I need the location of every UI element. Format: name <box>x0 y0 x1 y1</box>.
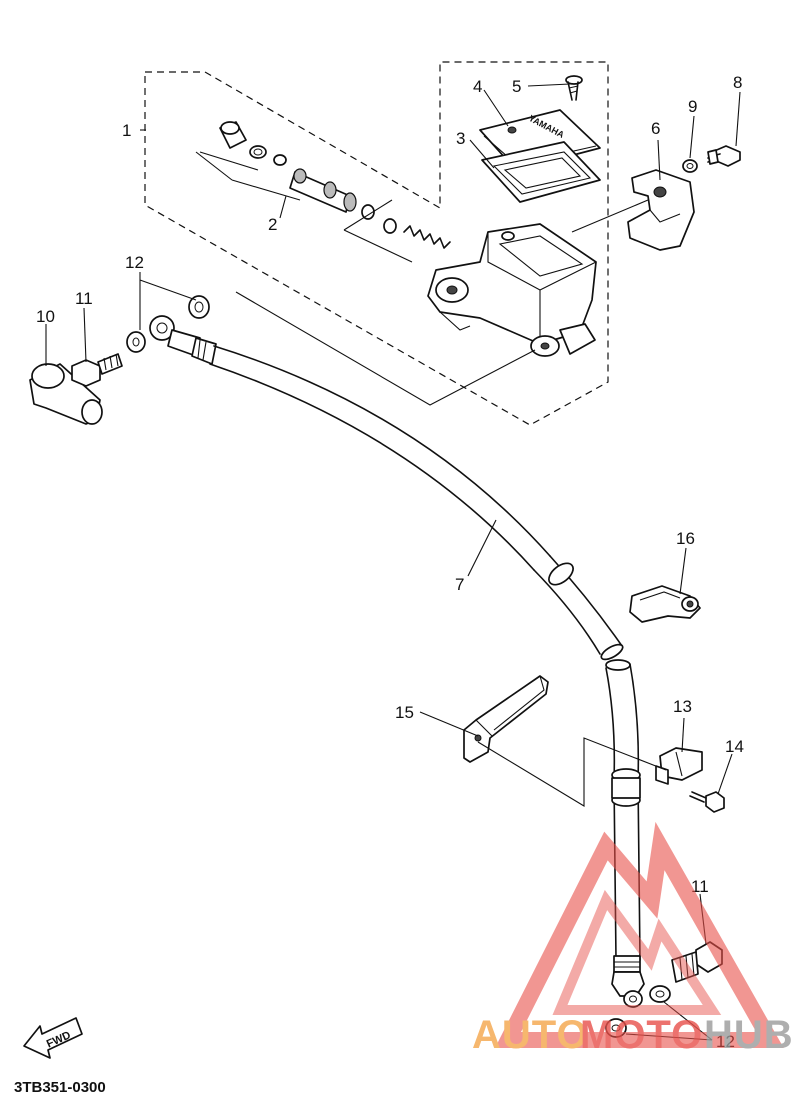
callout-6: 6 <box>651 119 660 138</box>
callout-3: 3 <box>456 129 465 148</box>
screw-14 <box>689 791 725 813</box>
washer-9 <box>682 159 698 173</box>
callout-15: 15 <box>395 703 414 722</box>
piston-kit-2 <box>195 121 451 263</box>
union-bolt-11-left <box>71 353 123 387</box>
watermark-text-moto: MOTO <box>580 1013 703 1057</box>
screw-5 <box>565 75 583 101</box>
callout-13: 13 <box>673 697 692 716</box>
callout-11-right: 11 <box>691 877 709 896</box>
callout-14: 14 <box>725 737 744 756</box>
automotohub-watermark-logo: AUTO MOTO HUB <box>472 821 794 1057</box>
bolt-8 <box>707 145 741 167</box>
callout-1: 1 <box>122 121 131 140</box>
callout-7: 7 <box>455 575 464 594</box>
holder-6 <box>627 169 695 251</box>
diaphragm-3 <box>481 141 601 203</box>
callout-10: 10 <box>36 307 55 326</box>
callout-5: 5 <box>512 77 521 96</box>
callout-9: 9 <box>688 97 697 116</box>
watermark-triangle-inner <box>552 889 722 1015</box>
fwd-arrow-icon: FWD <box>23 1017 83 1059</box>
callout-11-left: 11 <box>75 289 93 308</box>
callout-2: 2 <box>268 215 277 234</box>
diagram-part-code: 3TB351-0300 <box>14 1079 106 1096</box>
watermark-triangle-outer <box>494 821 784 1048</box>
callout-4: 4 <box>473 77 482 96</box>
hose-holder-13 <box>655 747 703 785</box>
washer-12-right-a <box>649 985 671 1003</box>
washer-12-left-b <box>188 295 210 319</box>
washer-12-left-a <box>126 331 146 353</box>
brake-hose-7 <box>149 315 645 1008</box>
hose-joint-10 <box>29 363 103 425</box>
hose-guide-16 <box>629 585 701 623</box>
master-cylinder-body <box>427 223 597 357</box>
watermark-text-auto: AUTO <box>472 1013 589 1057</box>
callout-12-left: 12 <box>125 253 144 272</box>
hose-holder-15 <box>463 675 549 763</box>
watermark-text-hub: HUB <box>704 1013 794 1057</box>
assembly-outline-1 <box>144 61 609 426</box>
callout-16: 16 <box>676 529 695 548</box>
callout-8: 8 <box>733 73 742 92</box>
